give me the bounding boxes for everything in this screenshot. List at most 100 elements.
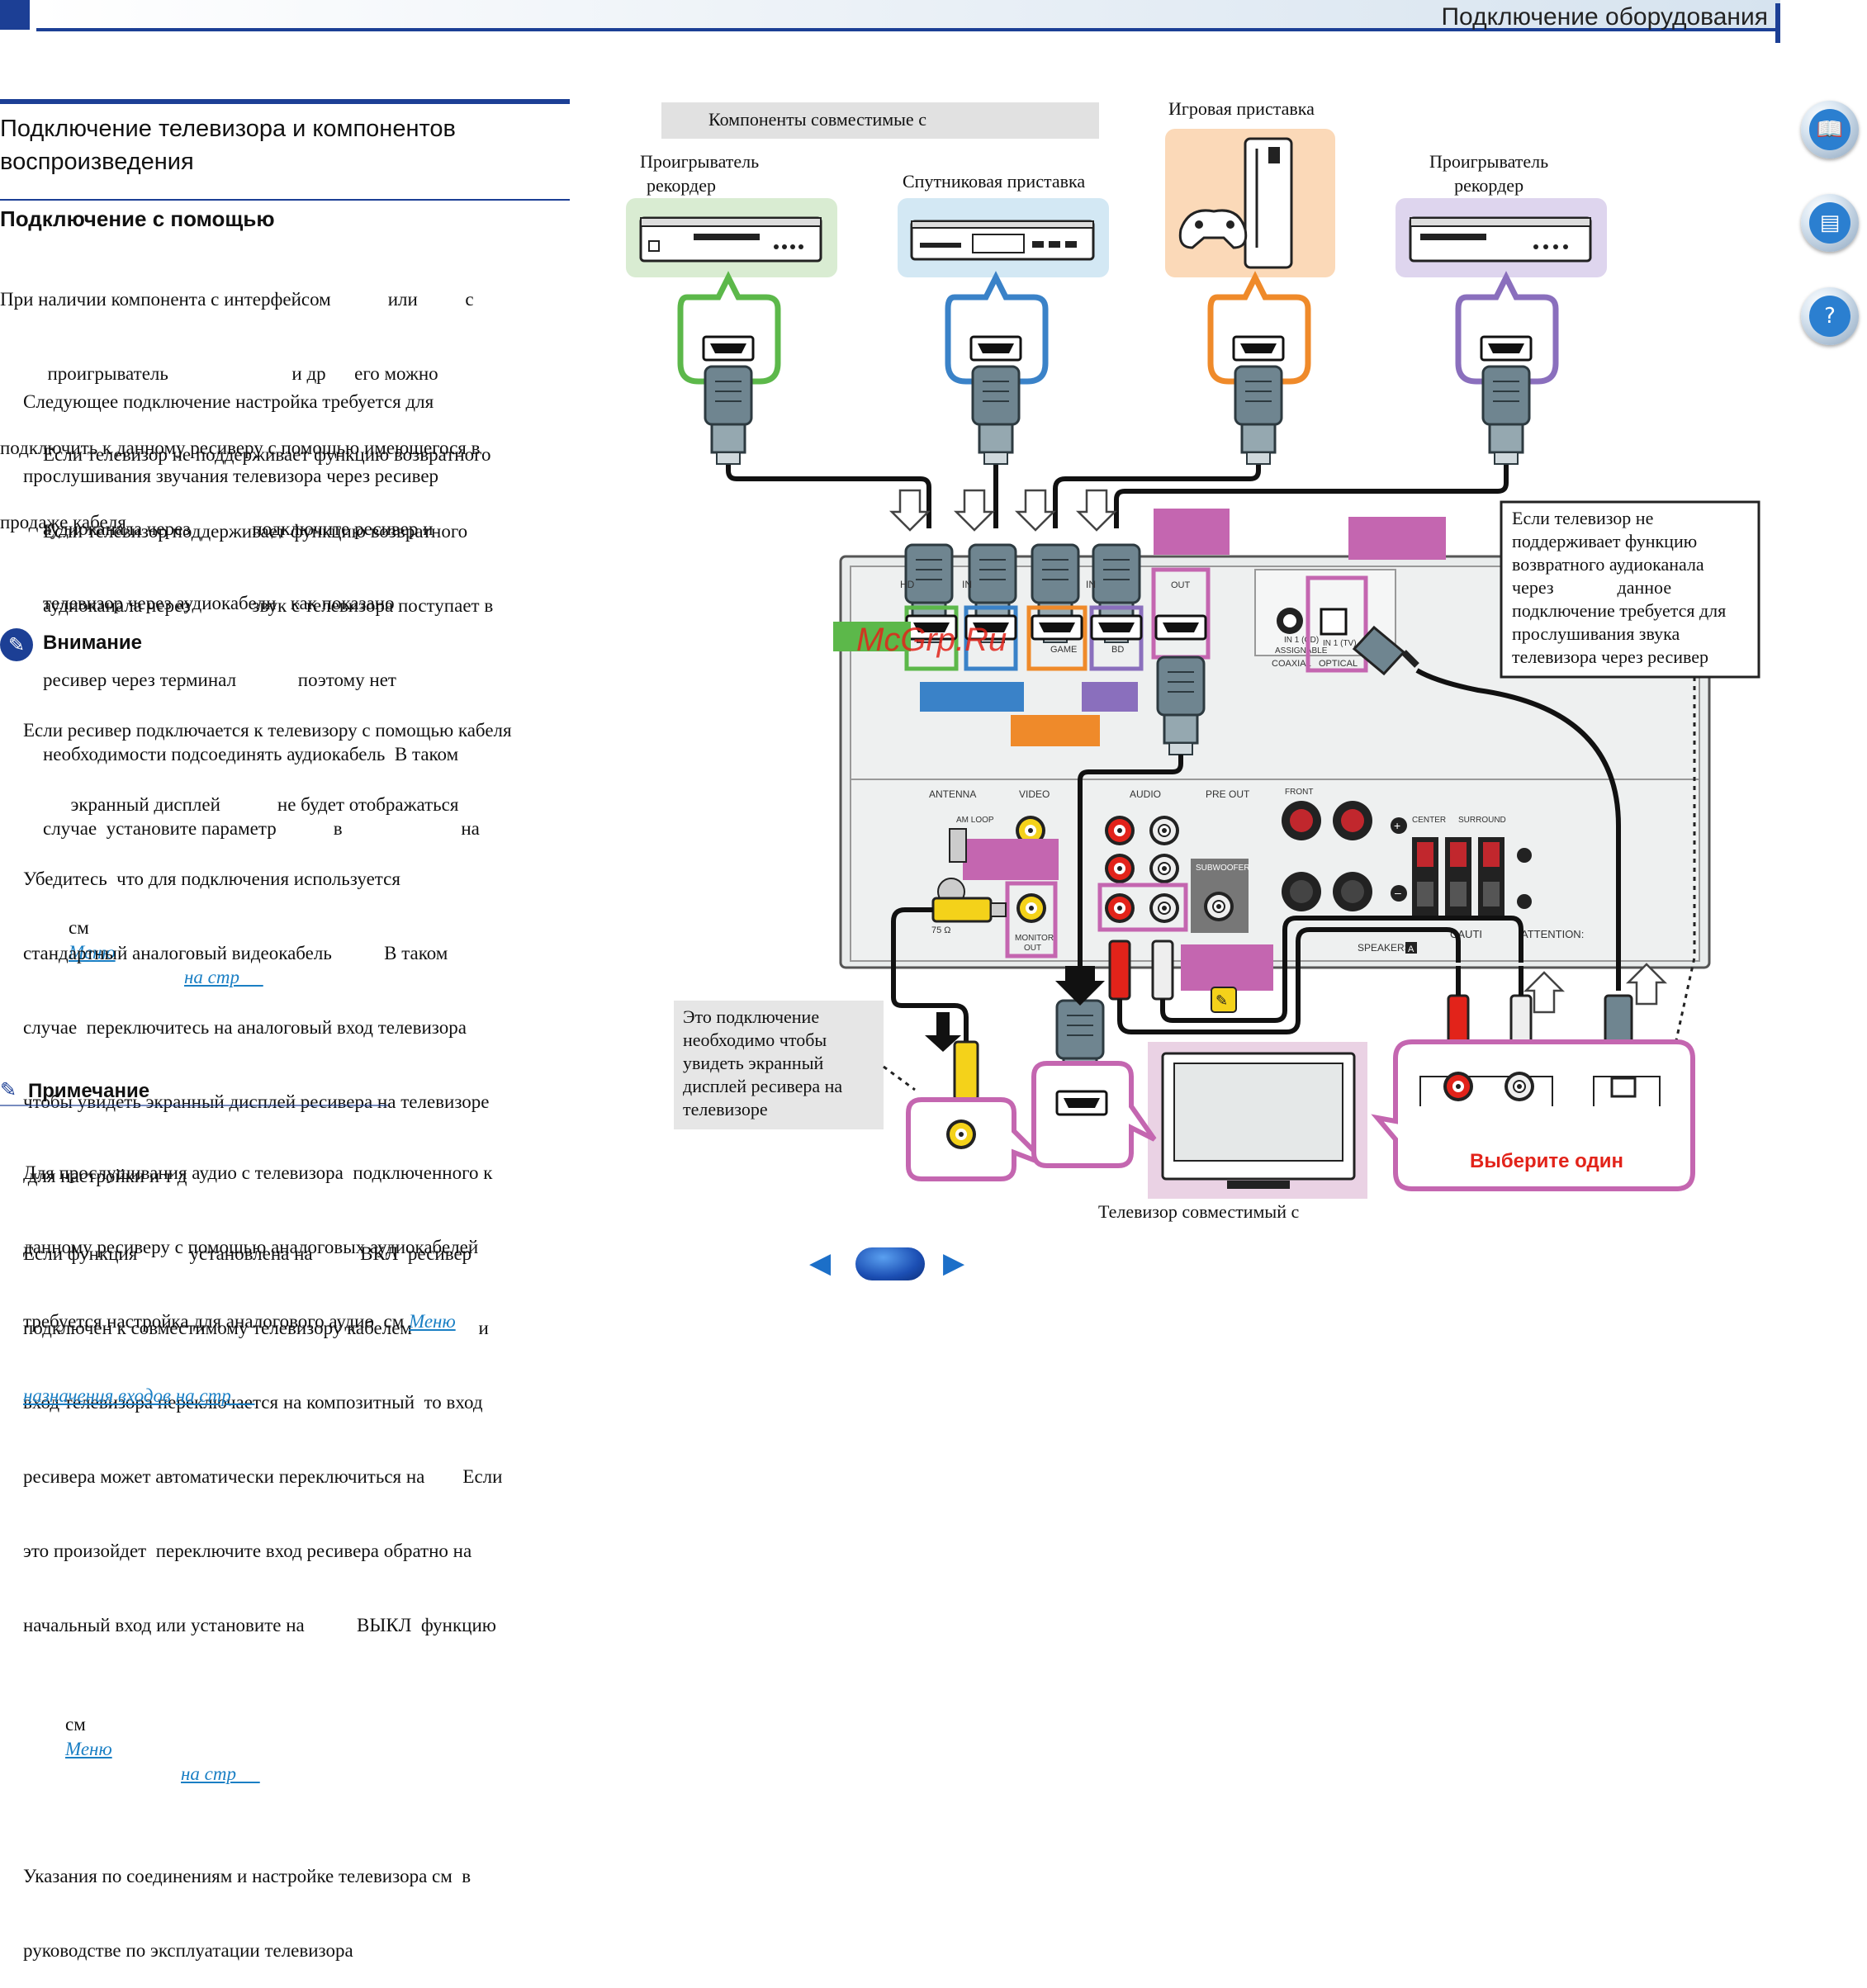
compat-label-box [661,102,1099,139]
caution-line: чтобы увидеть экранный дисплей ресивера … [23,1091,490,1112]
hdmi-panel-label: HD [900,579,915,590]
caution-ref-page[interactable]: на стр [181,1763,260,1784]
monitor-out-label: MONITOR [1015,934,1054,943]
next-arrow-icon: ▶ [943,1247,965,1280]
monitor-out-label-box [963,839,1059,880]
caution-after-line: руководстве по эксплуатации телевизора [23,1940,353,1961]
in-cd-label: IN 1 (CD) [1284,636,1319,645]
device-4-label: Проигрыватель рекордер [1429,149,1548,197]
caution-ref-prefix: см [65,1714,86,1735]
bullet-line: прослушивания звучания телевизора через … [23,466,439,486]
receiver-menu-button[interactable]: ▤ [1801,194,1859,252]
subwoofer-label: SUBWOOFER [1196,864,1250,873]
device-1-hdmi-callout [677,271,781,385]
input-label-green [833,622,911,651]
device-3-label: Игровая приставка [1168,98,1315,119]
caution-line: Если ресивер подключается к телевизору с… [23,720,512,741]
antenna-label: ANTENNA [929,788,976,800]
manual-book-button[interactable]: 📖 [1801,101,1859,159]
section-title-rule [0,99,570,104]
game-console-icon [1178,137,1293,269]
caution-title: Внимание [43,632,142,654]
input-highlight-game [1026,605,1088,671]
satellite-box-icon [910,220,1095,261]
right-callout-line: Если телевизор не [1512,508,1654,528]
speaker-terminal-block [1412,837,1504,916]
intro-line: подключить к данному ресиверу с помощью … [0,438,481,458]
caution-icon: ✎ [0,628,33,661]
caution-ref-link[interactable]: Меню [65,1739,112,1759]
speakers-label: SPEAKERS [1358,942,1411,954]
next-page-button[interactable]: ▶ [943,1247,968,1280]
bullet-line: случае установите параметр в на [43,818,480,839]
header-accent [1775,3,1780,43]
bullet-1: Следующее подключение настройка требуетс… [23,340,438,514]
page-number-button[interactable] [855,1247,925,1280]
bullet-line: необходимости подсоединять аудиокабель В… [43,744,459,764]
game-input-label: GAME [1050,645,1077,655]
receiver-icon: ▤ [1809,202,1850,244]
see-suffix: на стр [184,967,239,987]
right-callout-line: через данное [1512,577,1672,598]
device-2-hdmi-callout [945,271,1049,385]
left-callout-line: увидеть экранный [683,1053,824,1073]
input-label-purple [1082,682,1138,712]
prev-page-button[interactable]: ◀ [809,1247,834,1280]
analog-audio-plugs [1108,940,1174,1001]
note-line: требуется настройка для аналогового ауди… [23,1309,492,1334]
see-link-menu[interactable]: Меню [69,942,116,963]
monitor-out-label-2: OUT [1024,944,1041,953]
header-corner-block [0,0,30,30]
in-tv-label: IN 1 (TV) [1323,639,1357,648]
prev-arrow-icon: ◀ [809,1247,832,1280]
compat-label: Компоненты совместимые с [708,109,926,130]
troubleshoot-button[interactable]: ? [1801,287,1859,345]
book-icon: 📖 [1809,109,1850,150]
right-callout-line: поддерживает функцию [1512,531,1698,551]
bullet-line: аудиоканала через подключите ресивер и [43,518,434,539]
caution-after-line: Указания по соединениям и настройке теле… [23,1866,471,1886]
subsection-title: Подключение с помощью [0,206,275,231]
note-rule [0,1105,388,1106]
note-line-text: требуется настройка для аналогового ауди… [23,1311,405,1332]
caution-line: случае переключитесь на аналоговый вход … [23,1017,467,1038]
front-label: FRONT [1285,788,1313,797]
bullet-3: Если телевизор поддерживает функцию возв… [43,470,493,1039]
note-link-inputs[interactable]: назначения входов [23,1385,171,1406]
left-callout-box [674,1001,884,1129]
audio-cable-label-box [1181,944,1273,991]
caution-line: стандартный аналоговый видеокабель В так… [23,943,448,963]
note-link-page[interactable]: на стр [176,1385,255,1406]
hdmi-cables-top [726,462,1509,528]
section-title: Подключение телевизора и компонентов вос… [0,112,456,178]
section-title-line2: воспроизведения [0,149,194,175]
bullet-line: Следующее подключение настройка требуетс… [23,391,434,412]
note-line: назначения входов на стр [23,1384,492,1408]
see-link-page[interactable]: на стр [184,967,263,987]
note-title: Примечание [28,1080,150,1102]
caution-line: для настройки и т д [23,1166,187,1186]
intro-line: проигрыватель и др его можно [0,363,438,384]
note-pen-icon: ✎ [1215,992,1228,1009]
audio-in-highlight [1097,883,1188,932]
bullet-line: Если телевизор поддерживает функцию возв… [43,521,468,542]
left-callout-line: телевизоре [683,1099,768,1119]
audio-label: AUDIO [1130,788,1161,800]
note-link-menu[interactable]: Меню [409,1311,456,1332]
device-1-label-line2: рекордер [647,175,717,196]
surround-label: SURROUND [1458,816,1506,825]
caution-line: ресивера может автоматически переключить… [23,1466,503,1487]
note-line: Для прослушивания аудио с телевизора под… [23,1162,493,1183]
hdmi-out-label-box [1154,509,1230,555]
caution-line: Если функция установлена на ВКЛ ресивер [23,1243,472,1264]
svg-text:+: + [1394,819,1400,832]
section-title-line1: Подключение телевизора и компонентов [0,116,456,142]
video-label: VIDEO [1019,788,1050,800]
header-title: Подключение оборудования [1441,3,1768,31]
intro-line: продаже кабеля [0,512,126,532]
hdmi-out-label: OUT [1171,580,1191,590]
caution-reference: см Меню на стр [23,1687,512,1811]
device-4-label-line2: рекордер [1454,175,1524,196]
right-callout-line: телевизора через ресивер [1512,646,1709,667]
note-body: Для прослушивания аудио с телевизора под… [23,1111,492,1433]
